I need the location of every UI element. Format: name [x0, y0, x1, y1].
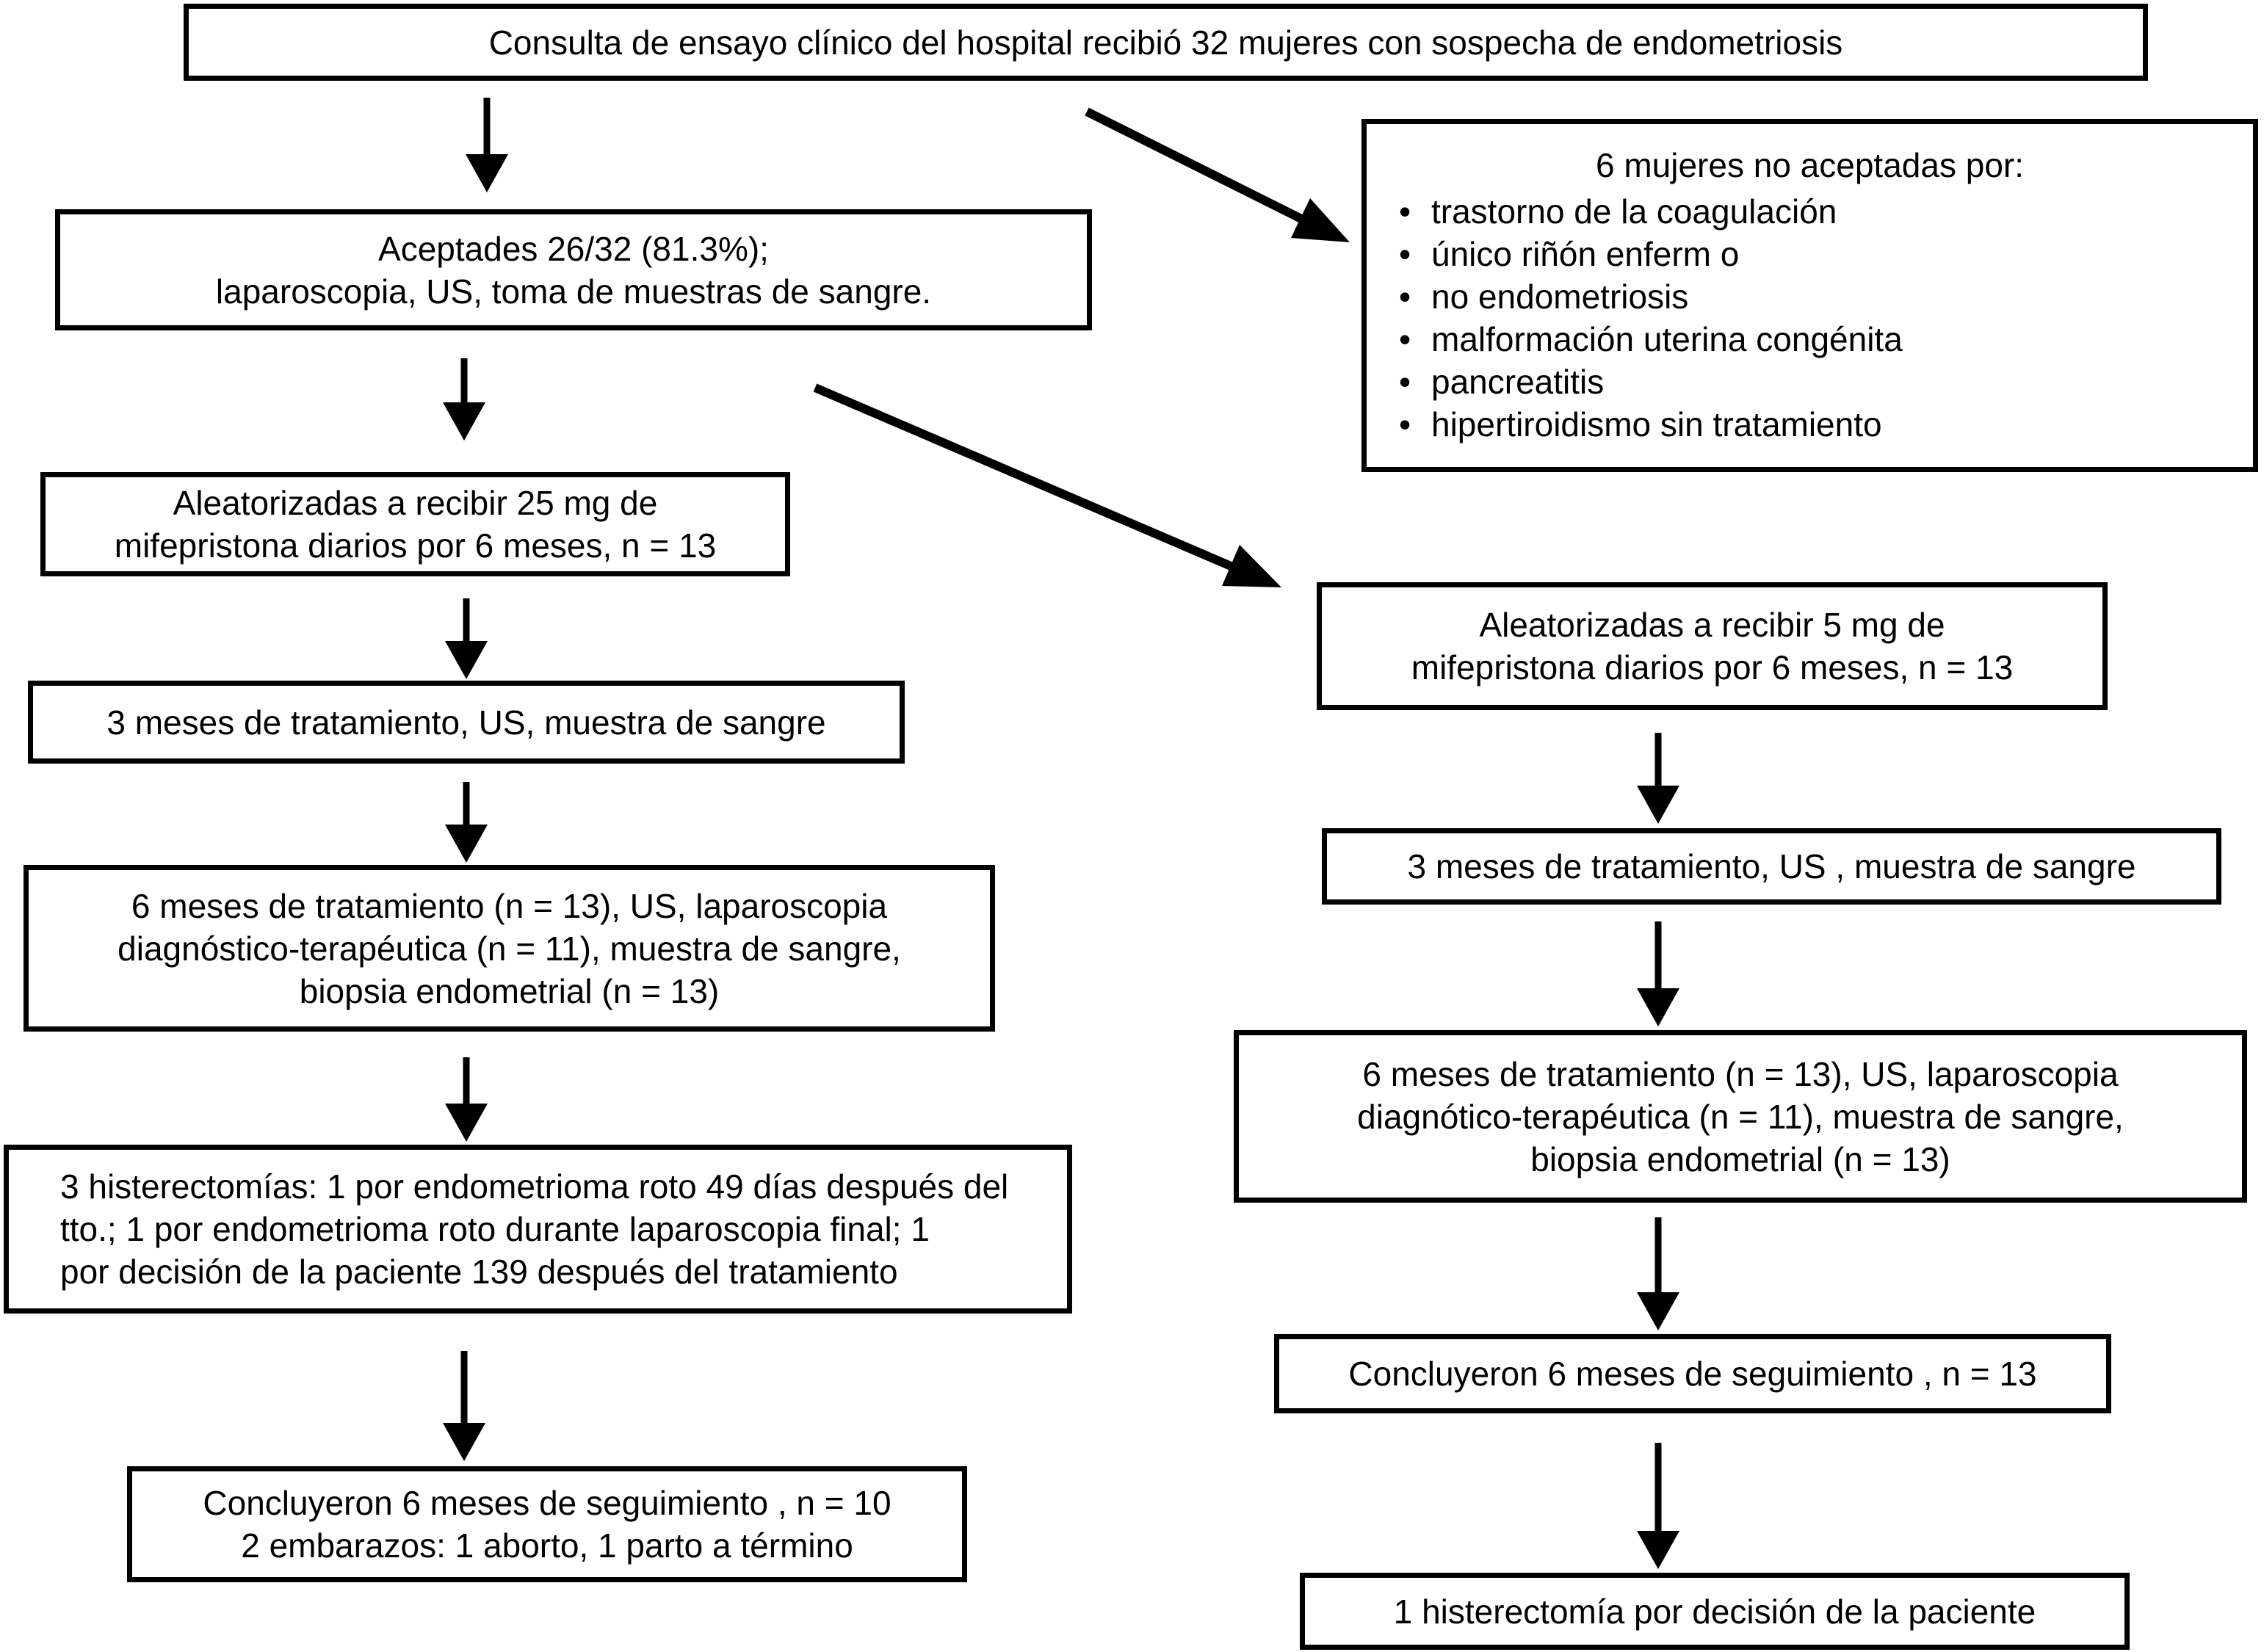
arrow-hysterectomies-to-followup-left: [443, 1351, 485, 1461]
box-randomized-25mg: Aleatorizadas a recibir 25 mg de mifepri…: [40, 472, 790, 576]
arrow-followup-to-hysterectomy-right: [1637, 1443, 1679, 1569]
bullet-icon: •: [1399, 235, 1411, 273]
box-6-months-right: 6 meses de tratamiento (n = 13), US, lap…: [1234, 1030, 2247, 1203]
rand5-line2: mifepristona diarios por 6 meses, n = 13: [1411, 648, 2014, 686]
box-randomized-5mg: Aleatorizadas a recibir 5 mg de mifepris…: [1317, 582, 2108, 710]
rejected-reason: malformación uterina congénita: [1431, 320, 1903, 358]
6m-left-line3: biopsia endometrial (n = 13): [299, 971, 720, 1010]
bullet-icon: •: [1399, 278, 1411, 316]
arrow-3m-to-6m-left: [445, 782, 488, 863]
box-referral: Consulta de ensayo clínico del hospital …: [184, 4, 2148, 81]
box-followup-left: Concluyeron 6 meses de seguimiento , n =…: [127, 1466, 967, 1582]
6m-right-line3: biopsia endometrial (n = 13): [1530, 1140, 1950, 1178]
6m-right-line1: 6 meses de tratamiento (n = 13), US, lap…: [1362, 1054, 2119, 1093]
box-rejected-reasons: 6 mujeres no aceptadas por: • trastorno d…: [1361, 119, 2258, 472]
arrow-accepted-to-rand5: [813, 383, 1281, 587]
accepted-line1: Aceptades 26/32 (81.3%);: [378, 229, 769, 268]
accepted-line2: laparoscopia, US, toma de muestras de sa…: [215, 272, 932, 311]
box-3-months-right: 3 meses de tratamiento, US , muestra de …: [1322, 828, 2221, 905]
hyst-line1: 3 histerectomías: 1 por endometrioma rot…: [60, 1167, 1009, 1206]
bullet-icon: •: [1399, 192, 1411, 231]
arrow-rand5-to-3m-right: [1637, 733, 1679, 824]
hyst-line2: tto.; 1 por endometrioma roto durante la…: [60, 1210, 930, 1248]
6m-right-line2: diagnótico-terapéutica (n = 11), muestra…: [1357, 1097, 2124, 1136]
rejected-reason: único riñón enferm o: [1431, 235, 1740, 273]
hyst-line3: por decisión de la paciente 139 después …: [60, 1253, 898, 1291]
rejected-reason: no endometriosis: [1431, 278, 1689, 316]
followup-right-text: Concluyeron 6 meses de seguimiento , n =…: [1348, 1355, 2037, 1393]
referral-text: Consulta de ensayo clínico del hospital …: [488, 23, 1843, 62]
3m-right-text: 3 meses de tratamiento, US , muestra de …: [1407, 847, 2136, 885]
rejected-reason-list: • trastorno de la coagulación • único riñó…: [1367, 190, 2253, 446]
list-item: • único riñón enferm o: [1399, 233, 2238, 275]
arrow-accepted-to-rand25: [443, 358, 485, 441]
list-item: • malformación uterina congénita: [1399, 318, 2238, 361]
arrow-6m-to-followup-right: [1637, 1217, 1679, 1330]
hyst-right-text: 1 histerectomía por decisión de la pacie…: [1393, 1592, 2036, 1631]
list-item: • no endometriosis: [1399, 275, 2238, 318]
followup-left-line1: Concluyeron 6 meses de seguimiento , n =…: [203, 1484, 892, 1522]
arrow-6m-to-hysterectomies: [445, 1057, 488, 1142]
list-item: • hipertiroidismo sin tratamiento: [1399, 403, 2238, 446]
rejected-reason: trastorno de la coagulación: [1431, 192, 1837, 231]
box-accepted: Aceptades 26/32 (81.3%); laparoscopia, U…: [55, 209, 1092, 330]
3m-left-text: 3 meses de tratamiento, US, muestra de s…: [106, 703, 826, 742]
rand5-line1: Aleatorizadas a recibir 5 mg de: [1479, 606, 1945, 644]
box-followup-right: Concluyeron 6 meses de seguimiento , n =…: [1274, 1334, 2111, 1413]
rejected-title: 6 mujeres no aceptadas por:: [1595, 146, 2025, 184]
box-3-months-left: 3 meses de tratamiento, US, muestra de s…: [28, 681, 905, 764]
arrow-rand25-to-3m-left: [445, 598, 488, 679]
list-item: • trastorno de la coagulación: [1399, 190, 2238, 233]
arrow-3m-to-6m-right: [1637, 921, 1679, 1026]
rejected-reason: pancreatitis: [1431, 363, 1605, 401]
bullet-icon: •: [1399, 363, 1411, 401]
rand25-line2: mifepristona diarios por 6 meses, n = 13: [114, 526, 717, 565]
bullet-icon: •: [1399, 405, 1411, 443]
followup-left-line2: 2 embarazos: 1 aborto, 1 parto a término: [241, 1526, 853, 1565]
bullet-icon: •: [1399, 320, 1411, 358]
rejected-reason: hipertiroidismo sin tratamiento: [1431, 405, 1882, 443]
box-hysterectomy-right: 1 histerectomía por decisión de la pacie…: [1300, 1573, 2130, 1650]
box-6-months-left: 6 meses de tratamiento (n = 13), US, lap…: [23, 865, 995, 1032]
list-item: • pancreatitis: [1399, 361, 2238, 403]
6m-left-line1: 6 meses de tratamiento (n = 13), US, lap…: [131, 886, 888, 925]
box-hysterectomies-left: 3 histerectomías: 1 por endometrioma rot…: [4, 1145, 1072, 1314]
6m-left-line2: diagnóstico-terapéutica (n = 11), muestr…: [117, 929, 901, 968]
arrow-referral-to-rejected: [1085, 107, 1350, 242]
rand25-line1: Aleatorizadas a recibir 25 mg de: [173, 484, 658, 522]
arrow-referral-to-accepted: [466, 98, 508, 192]
